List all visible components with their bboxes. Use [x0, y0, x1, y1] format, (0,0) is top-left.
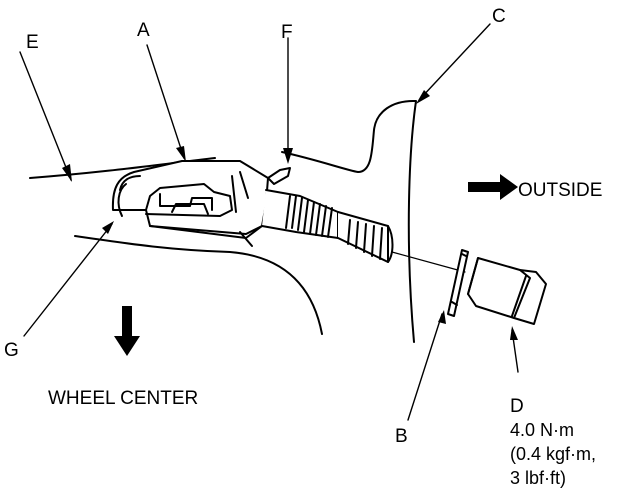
- tpms-sensor-body: [111, 160, 269, 247]
- callout-f: F: [281, 22, 293, 43]
- callout-d: D: [510, 396, 524, 417]
- leader-lines: [19, 23, 519, 421]
- outside-arrow: [468, 174, 518, 200]
- grommet-b: [447, 249, 469, 317]
- outside-label: OUTSIDE: [518, 180, 602, 201]
- wheel-rim: [29, 99, 417, 343]
- wheel-center-arrow: [114, 306, 140, 356]
- wheel-center-label: WHEEL CENTER: [48, 388, 198, 409]
- torque-spec-line-1: 4.0 N·m: [510, 420, 574, 440]
- torque-spec-line-3: 3 lbf·ft): [510, 468, 566, 488]
- torque-spec-line-2: (0.4 kgf·m,: [510, 444, 596, 464]
- callout-c: C: [492, 6, 506, 27]
- stem-centerline: [391, 251, 466, 273]
- callout-g: G: [4, 340, 19, 361]
- valve-cap-nut-d: [467, 257, 547, 325]
- leader-arrowheads: [62, 90, 518, 340]
- valve-stem: [261, 167, 394, 263]
- callout-b: B: [395, 426, 408, 447]
- callout-e: E: [26, 32, 39, 53]
- callout-a: A: [137, 20, 150, 41]
